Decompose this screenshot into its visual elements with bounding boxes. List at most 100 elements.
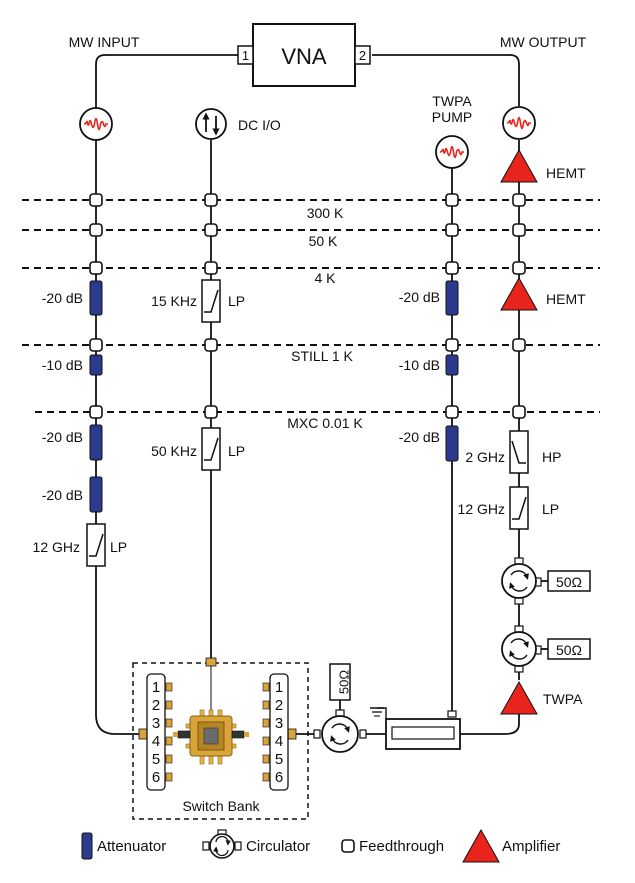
attenuator-icon [445, 425, 459, 462]
switch-right-port-6: 6 [275, 769, 283, 786]
dc-lp2-freq: 50 KHz [151, 443, 197, 459]
term3-label: 50Ω [336, 670, 351, 694]
twpa-amplifier-icon [500, 680, 538, 715]
feedthrough-icon [89, 405, 103, 419]
feedthrough-icon [89, 261, 103, 275]
hemt-top-label: HEMT [546, 165, 586, 181]
switch-right-port-4: 4 [275, 733, 283, 750]
switch-right-port-3: 3 [275, 715, 283, 732]
switch-output-port [287, 728, 297, 740]
lp-out-label: LP [542, 501, 559, 517]
vna-port1 [237, 45, 254, 65]
coupler-ground-wire [377, 707, 387, 719]
mw-input-source-icon [79, 107, 113, 141]
twpa-pump-label-line2: PUMP [432, 109, 472, 125]
feedthrough-icon [204, 261, 218, 275]
switch-left-port-2: 2 [152, 697, 160, 714]
termination-2 [547, 638, 591, 660]
attenuator-icon [445, 280, 459, 316]
legend: Attenuator Circulator Feedthrough Amplif… [81, 828, 560, 863]
lp-out-freq: 12 GHz [458, 501, 505, 517]
attenuator-icon [445, 354, 459, 376]
pump-att-4k-label: -20 dB [399, 289, 440, 305]
attenuator-icon [89, 424, 103, 461]
dc-lowpass-filter-1-icon [201, 279, 221, 323]
directional-coupler [370, 707, 461, 750]
switch-bank-frame [132, 662, 309, 820]
feedthrough-icon [204, 223, 218, 237]
switch-bank-label: Switch Bank [182, 798, 260, 814]
mw-output-label: MW OUTPUT [500, 34, 587, 50]
switch-left-port-4: 4 [152, 733, 160, 750]
vna-label: VNA [281, 44, 327, 69]
switch-right-port-2: 2 [275, 697, 283, 714]
legend-feedthrough-icon [341, 839, 355, 853]
wire-vna-to-output [372, 54, 520, 106]
input-lowpass-filter-icon [86, 523, 106, 567]
twpa-pump-label-line1: TWPA [432, 93, 472, 109]
switch-port-numbers: 1 2 3 4 5 6 1 2 3 4 5 6 [152, 679, 283, 786]
wire-twpa-to-coupler [460, 714, 520, 735]
switch-bank: 1 2 3 4 5 6 1 2 3 4 5 6 [132, 657, 309, 820]
legend-circulator-label: Circulator [246, 838, 310, 855]
feedthrough-icon [445, 261, 459, 275]
lp-in-freq: 12 GHz [33, 539, 80, 555]
dc-io-label: DC I/O [238, 117, 281, 133]
stage-label-4k: 4 K [314, 270, 336, 286]
switch-left-port-1: 1 [152, 679, 160, 696]
termination-3 [329, 663, 351, 701]
vna-port2 [354, 45, 371, 65]
circulator-2-icon [501, 625, 542, 673]
output-highpass-filter-icon [509, 430, 529, 474]
switch-right-port-column [269, 673, 289, 791]
twpa-label: TWPA [543, 691, 583, 707]
hp-label: HP [542, 449, 561, 465]
twpa-pump-source-icon [435, 135, 469, 169]
stage-label-still: STILL 1 K [291, 348, 353, 364]
circulator-1-icon [501, 557, 542, 605]
feedthrough-icon [512, 338, 526, 352]
feedthrough-icon [89, 338, 103, 352]
switch-right-port-5: 5 [275, 751, 283, 768]
legend-circulator-icon [202, 829, 242, 859]
temperature-stages [22, 199, 600, 413]
att-in-4k-label: -20 dB [42, 290, 83, 306]
hp-freq: 2 GHz [465, 449, 505, 465]
wire-vna-to-source [95, 54, 240, 108]
switch-pin [165, 736, 173, 746]
legend-attenuator-icon [81, 832, 93, 860]
att-in-still-label: -10 dB [42, 357, 83, 373]
feedthrough-icon [512, 193, 526, 207]
dc-lp2-label: LP [228, 443, 245, 459]
circulator-3-icon [313, 709, 367, 753]
feedthroughs [89, 193, 526, 419]
switch-input-port [138, 728, 148, 740]
switch-right-port-1: 1 [275, 679, 283, 696]
lp-in-label: LP [110, 539, 127, 555]
pump-att-mxc-label: -20 dB [399, 429, 440, 445]
attenuator-labels: -20 dB -10 dB -20 dB -20 dB -20 dB -10 d… [42, 289, 440, 503]
switch-pin [165, 754, 173, 764]
switch-pin [165, 700, 173, 710]
term1-label: 50Ω [556, 574, 582, 590]
hemt-mid-amplifier-icon [500, 276, 538, 311]
mw-input-label: MW INPUT [69, 34, 140, 50]
feedthrough-icon [204, 193, 218, 207]
attenuator-icon [89, 476, 103, 513]
feedthrough-icon [204, 338, 218, 352]
feedthrough-icon [445, 223, 459, 237]
feedthrough-icon [512, 223, 526, 237]
switch-pin [262, 700, 270, 710]
stage-labels: 300 K 50 K 4 K STILL 1 K MXC 0.01 K [287, 205, 363, 431]
switch-left-port-3: 3 [152, 715, 160, 732]
feedthrough-icon [445, 193, 459, 207]
dc-lp1-label: LP [228, 293, 245, 309]
switch-pin [165, 772, 173, 782]
dc-lowpass-filter-2-icon [201, 427, 221, 471]
legend-amplifier-label: Amplifier [502, 838, 560, 855]
vna-port2-label: 2 [359, 48, 366, 63]
switch-chip-icon [173, 700, 249, 765]
legend-feedthrough-label: Feedthrough [359, 838, 444, 855]
feedthrough-icon [512, 261, 526, 275]
feedthrough-icon [204, 405, 218, 419]
